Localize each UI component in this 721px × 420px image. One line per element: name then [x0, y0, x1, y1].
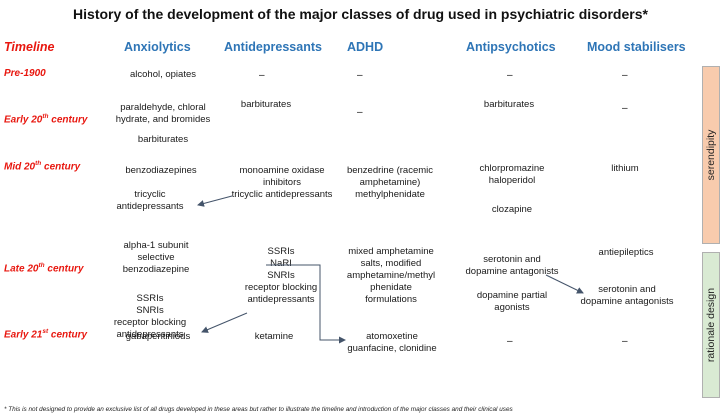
arrow-receptor-blocking — [201, 312, 248, 333]
cell-mid20-mood: lithium — [611, 163, 639, 174]
cell-early20-antidepressants: barbiturates — [240, 99, 292, 110]
cell-early20-antipsychotics: barbiturates — [483, 99, 535, 110]
cell-late20-antipsychotics-partial: dopamine partial agonists — [476, 290, 548, 313]
cell-mid20-antidepressants: monoamine oxidase inhibitors tricyclic a… — [231, 165, 333, 200]
dash: – — [622, 336, 628, 347]
dash: – — [622, 70, 628, 81]
row-label-early-20th: Early 20th century — [4, 113, 88, 126]
dash: – — [507, 336, 513, 347]
cell-late20-mood-serotonin: serotonin and dopamine antagonists — [580, 284, 674, 307]
dash: – — [357, 70, 363, 81]
cell-late20-mood-antiepileptics: antiepileptics — [598, 247, 654, 258]
cell-late20-antidepressants: SSRIs NaRI SNRIs receptor blocking antid… — [244, 246, 318, 305]
cell-mid20-adhd: benzedrine (racemic amphetamine) methylp… — [346, 165, 434, 200]
cell-late20-antipsychotics: serotonin and dopamine antagonists — [465, 254, 559, 277]
header-antipsychotics: Antipsychotics — [466, 40, 556, 54]
cell-early20-anxiolytics-barbiturates: barbiturates — [137, 134, 189, 145]
diagram-title: History of the development of the major … — [73, 6, 648, 22]
cell-pre1900-anxiolytics: alcohol, opiates — [129, 69, 197, 80]
dash: – — [622, 103, 628, 114]
dash: – — [507, 70, 513, 81]
arrow-serotonin-dopamine — [545, 274, 584, 294]
arrow-nari-atomoxetine — [266, 264, 346, 344]
header-timeline: Timeline — [4, 40, 55, 54]
arrow-tricyclic — [197, 195, 233, 207]
cell-early21-antidepressants: ketamine — [254, 331, 294, 342]
cell-early20-anxiolytics: paraldehyde, chloral hydrate, and bromid… — [115, 102, 211, 125]
row-label-late-20th: Late 20th century — [4, 262, 84, 275]
cell-mid20-anxiolytics-tricyclic: tricyclic antidepressants — [116, 189, 184, 212]
cell-mid20-anxiolytics: benzodiazepines — [125, 165, 197, 176]
serendipity-band: serendipity — [702, 66, 720, 244]
dash: – — [357, 107, 363, 118]
header-adhd: ADHD — [347, 40, 384, 54]
cell-late20-adhd: mixed amphetamine salts, modified amphet… — [346, 246, 436, 305]
header-antidepressants: Antidepressants — [224, 40, 322, 54]
cell-early21-anxiolytics: gabapentiniods — [125, 331, 191, 342]
cell-late20-anxiolytics-antidepressants: SSRIs SNRIs receptor blocking antidepres… — [113, 293, 187, 340]
header-anxiolytics: Anxiolytics — [124, 40, 191, 54]
row-label-mid-20th: Mid 20th century — [4, 160, 81, 173]
header-mood-stabilisers: Mood stabilisers — [587, 40, 686, 54]
row-label-early-21st: Early 21st century — [4, 328, 88, 341]
rationale-design-band: rationale design — [702, 252, 720, 398]
cell-late20-anxiolytics: alpha-1 subunit selective benzodiazepine — [122, 240, 190, 275]
row-label-pre-1900: Pre-1900 — [4, 68, 46, 79]
cell-early21-adhd: atomoxetine guanfacine, clonidine — [347, 331, 437, 354]
dash: – — [259, 70, 265, 81]
footnote: * This is not designed to provide an exc… — [4, 406, 513, 413]
cell-mid20-antipsychotics-clozapine: clozapine — [491, 204, 533, 215]
cell-mid20-antipsychotics: chlorpromazine haloperidol — [479, 163, 545, 186]
